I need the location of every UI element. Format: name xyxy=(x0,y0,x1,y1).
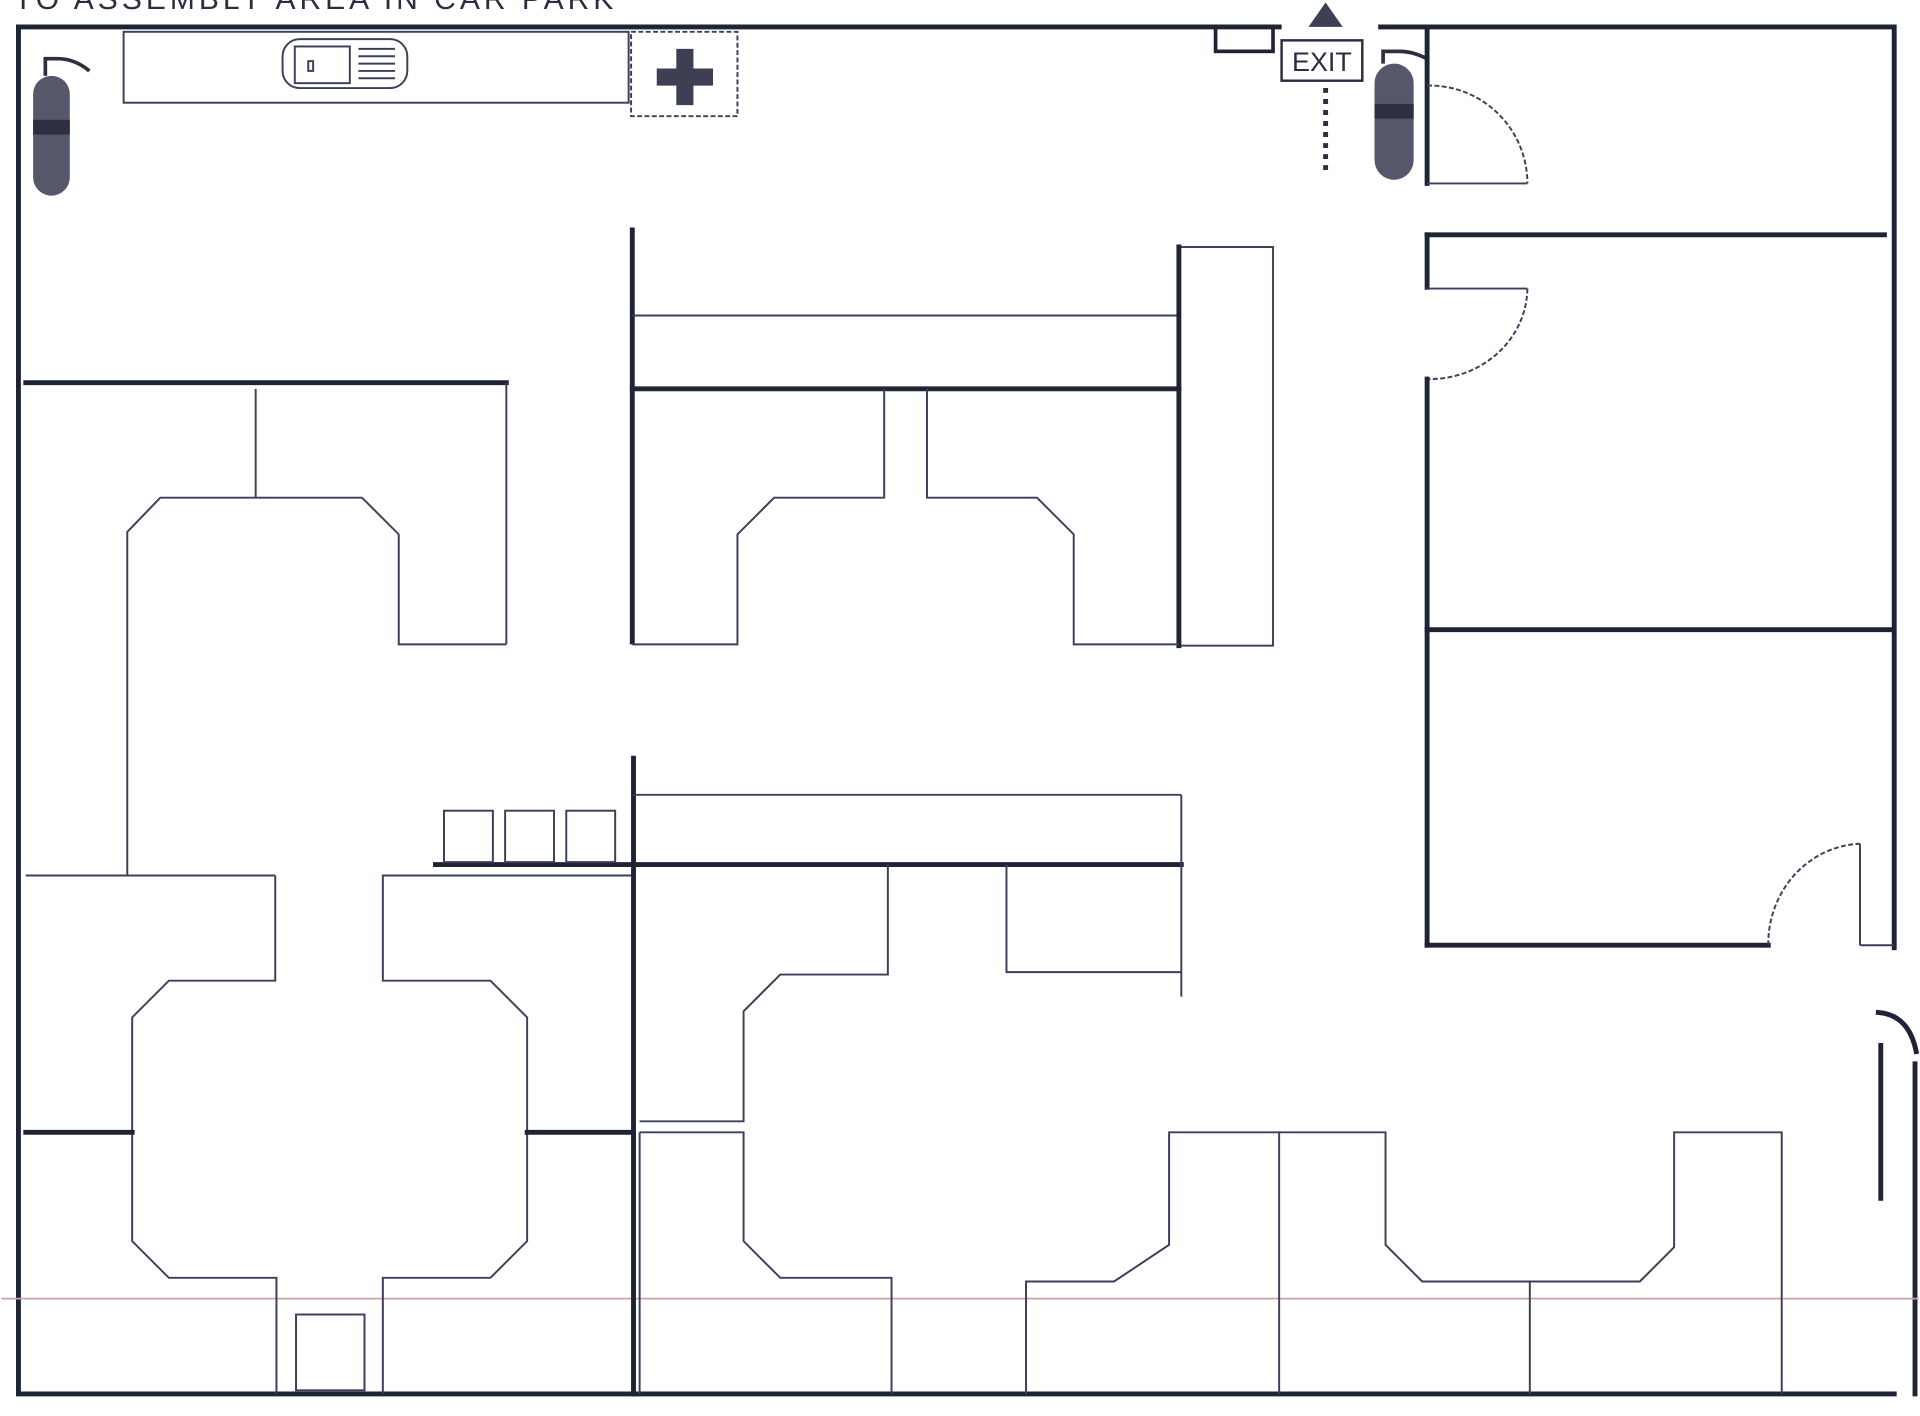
arrow-up-icon xyxy=(1308,2,1343,27)
storage-box xyxy=(504,809,556,864)
workstation-lower-right xyxy=(631,755,1783,1397)
fire-extinguisher-icon xyxy=(33,56,91,196)
workstation-lower-left xyxy=(23,809,636,1394)
exit-label: EXIT xyxy=(1292,47,1352,77)
workstation-upper-left xyxy=(23,380,509,876)
exit-door-swing xyxy=(1875,1009,1920,1055)
storage-box xyxy=(565,809,617,864)
workstation-upper-middle xyxy=(629,227,1275,649)
right-offices xyxy=(1424,24,1895,948)
sink-icon xyxy=(281,38,409,90)
assembly-area-heading: TO ASSEMBLY AREA IN CAR PARK xyxy=(14,0,617,17)
outer-walls xyxy=(16,24,1920,1397)
first-aid-icon xyxy=(630,30,739,118)
exit-sign: EXIT xyxy=(1280,2,1364,172)
fire-extinguisher-icon xyxy=(1374,49,1428,180)
storage-box xyxy=(443,809,494,864)
kitchen-counter xyxy=(122,30,630,104)
